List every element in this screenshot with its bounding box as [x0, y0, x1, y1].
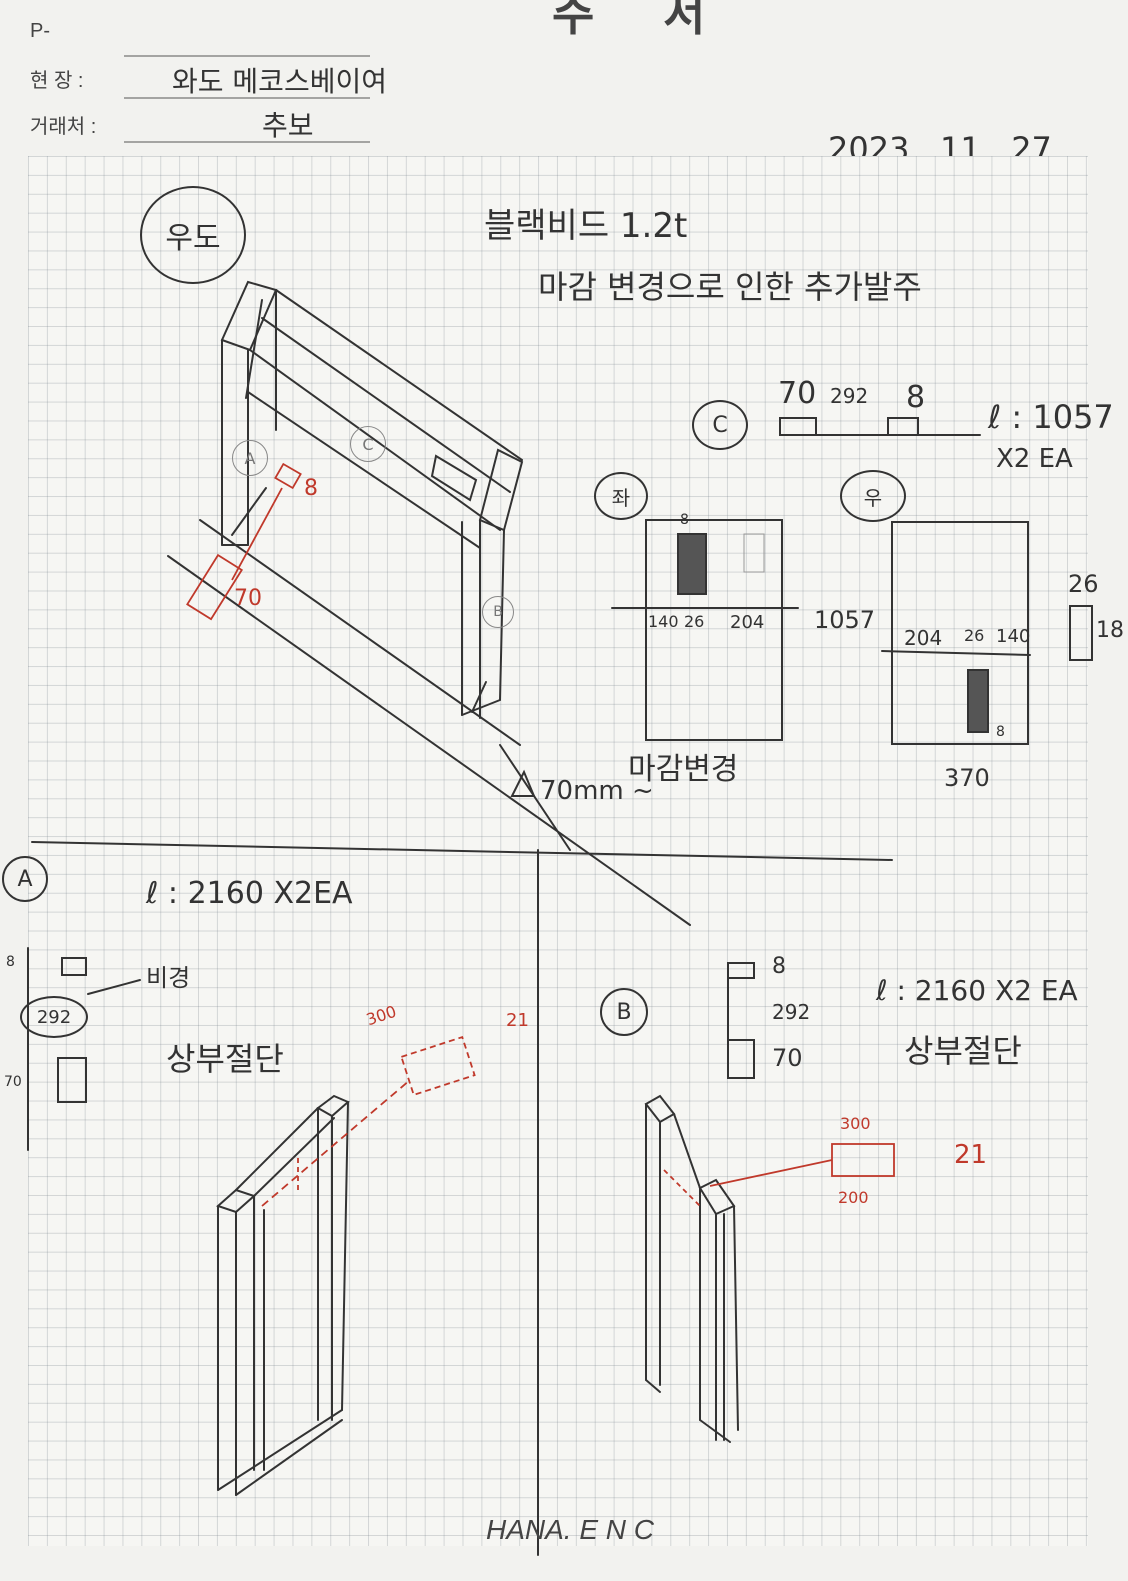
finish-change-note: 마감변경: [628, 752, 739, 787]
view-label-circle: 우도: [140, 186, 246, 284]
right-panel-bottom-dim: 8: [996, 724, 1005, 740]
left-panel-circle: 좌: [594, 472, 648, 520]
material-note: 블랙비드 1.2t: [484, 206, 688, 246]
c-dim-8: 8: [906, 380, 926, 415]
part-a-marker-label: A: [244, 448, 256, 468]
b-dim-292: 292: [772, 1000, 811, 1024]
left-panel-top-dim: 8: [680, 512, 689, 528]
page-number-prefix: P-: [30, 20, 50, 42]
part-c-marker-label: C: [362, 434, 374, 454]
right-panel-dim-26: 26: [964, 626, 985, 645]
c-detail-circle: C: [692, 400, 748, 450]
part-b-marker: B: [482, 596, 514, 628]
side-dim-circle: 292: [20, 996, 88, 1038]
site-value: 와도 메코스베이여: [172, 65, 387, 98]
part-a-marker: A: [232, 440, 268, 476]
a-side-dim-70: 70: [4, 1074, 22, 1090]
slope-note: 70mm ~: [540, 776, 654, 806]
b-red-side: 21: [954, 1140, 988, 1170]
left-panel-dim-204: 204: [730, 612, 765, 633]
view-label: 우도: [165, 221, 221, 256]
side-dim-292: 292: [36, 1006, 72, 1028]
panel-height: 1057: [814, 606, 876, 634]
left-panel-label: 좌: [611, 485, 631, 510]
right-panel-circle: 우: [840, 470, 906, 522]
section-a-label: A: [17, 866, 33, 892]
a-red-dim-21: 21: [506, 1010, 529, 1031]
c-detail-label: C: [712, 412, 728, 438]
section-b-circle: B: [600, 988, 648, 1036]
b-dim-70: 70: [772, 1044, 803, 1072]
a-length: ℓ : 2160 X2EA: [146, 876, 353, 911]
section-b-label: B: [616, 999, 632, 1025]
part-b-marker-label: B: [493, 604, 503, 620]
c-dim-292: 292: [830, 384, 869, 408]
a-cut-note: 상부절단: [166, 1040, 284, 1078]
c-qty: X2 EA: [996, 444, 1073, 474]
grid-paper: [28, 156, 1088, 1546]
section-a-circle: A: [2, 856, 48, 902]
red-dim-bottom: 70: [234, 586, 262, 611]
b-cut-note: 상부절단: [904, 1032, 1022, 1070]
company-footer: HANA. E N C: [486, 1514, 655, 1545]
a-note-short: 비경: [146, 964, 191, 992]
document-title: 주 서: [552, 0, 734, 40]
slot-width: 26: [1068, 570, 1099, 598]
c-length: ℓ : 1057: [988, 398, 1114, 436]
left-panel-dim-140: 140: [648, 612, 679, 631]
site-label: 현 장 :: [30, 70, 84, 92]
b-dim-8: 8: [772, 954, 786, 979]
client-label: 거래처 :: [30, 116, 97, 138]
a-side-dim-8: 8: [6, 954, 15, 970]
b-length: ℓ : 2160 X2 EA: [876, 974, 1078, 1007]
b-red-bottom: 200: [838, 1188, 869, 1207]
right-panel-dim-204: 204: [904, 626, 943, 650]
right-panel-label: 우: [863, 485, 883, 510]
left-panel-dim-26: 26: [684, 612, 705, 631]
part-c-marker: C: [350, 426, 386, 462]
slot-height: 18: [1096, 618, 1124, 643]
right-panel-dim-140: 140: [996, 626, 1031, 647]
reason-note: 마감 변경으로 인한 추가발주: [538, 268, 922, 306]
client-value: 추보: [262, 109, 314, 142]
red-dim-top: 8: [304, 476, 318, 501]
right-panel-width: 370: [944, 764, 990, 792]
b-red-top: 300: [840, 1114, 871, 1133]
c-dim-70: 70: [778, 376, 817, 411]
